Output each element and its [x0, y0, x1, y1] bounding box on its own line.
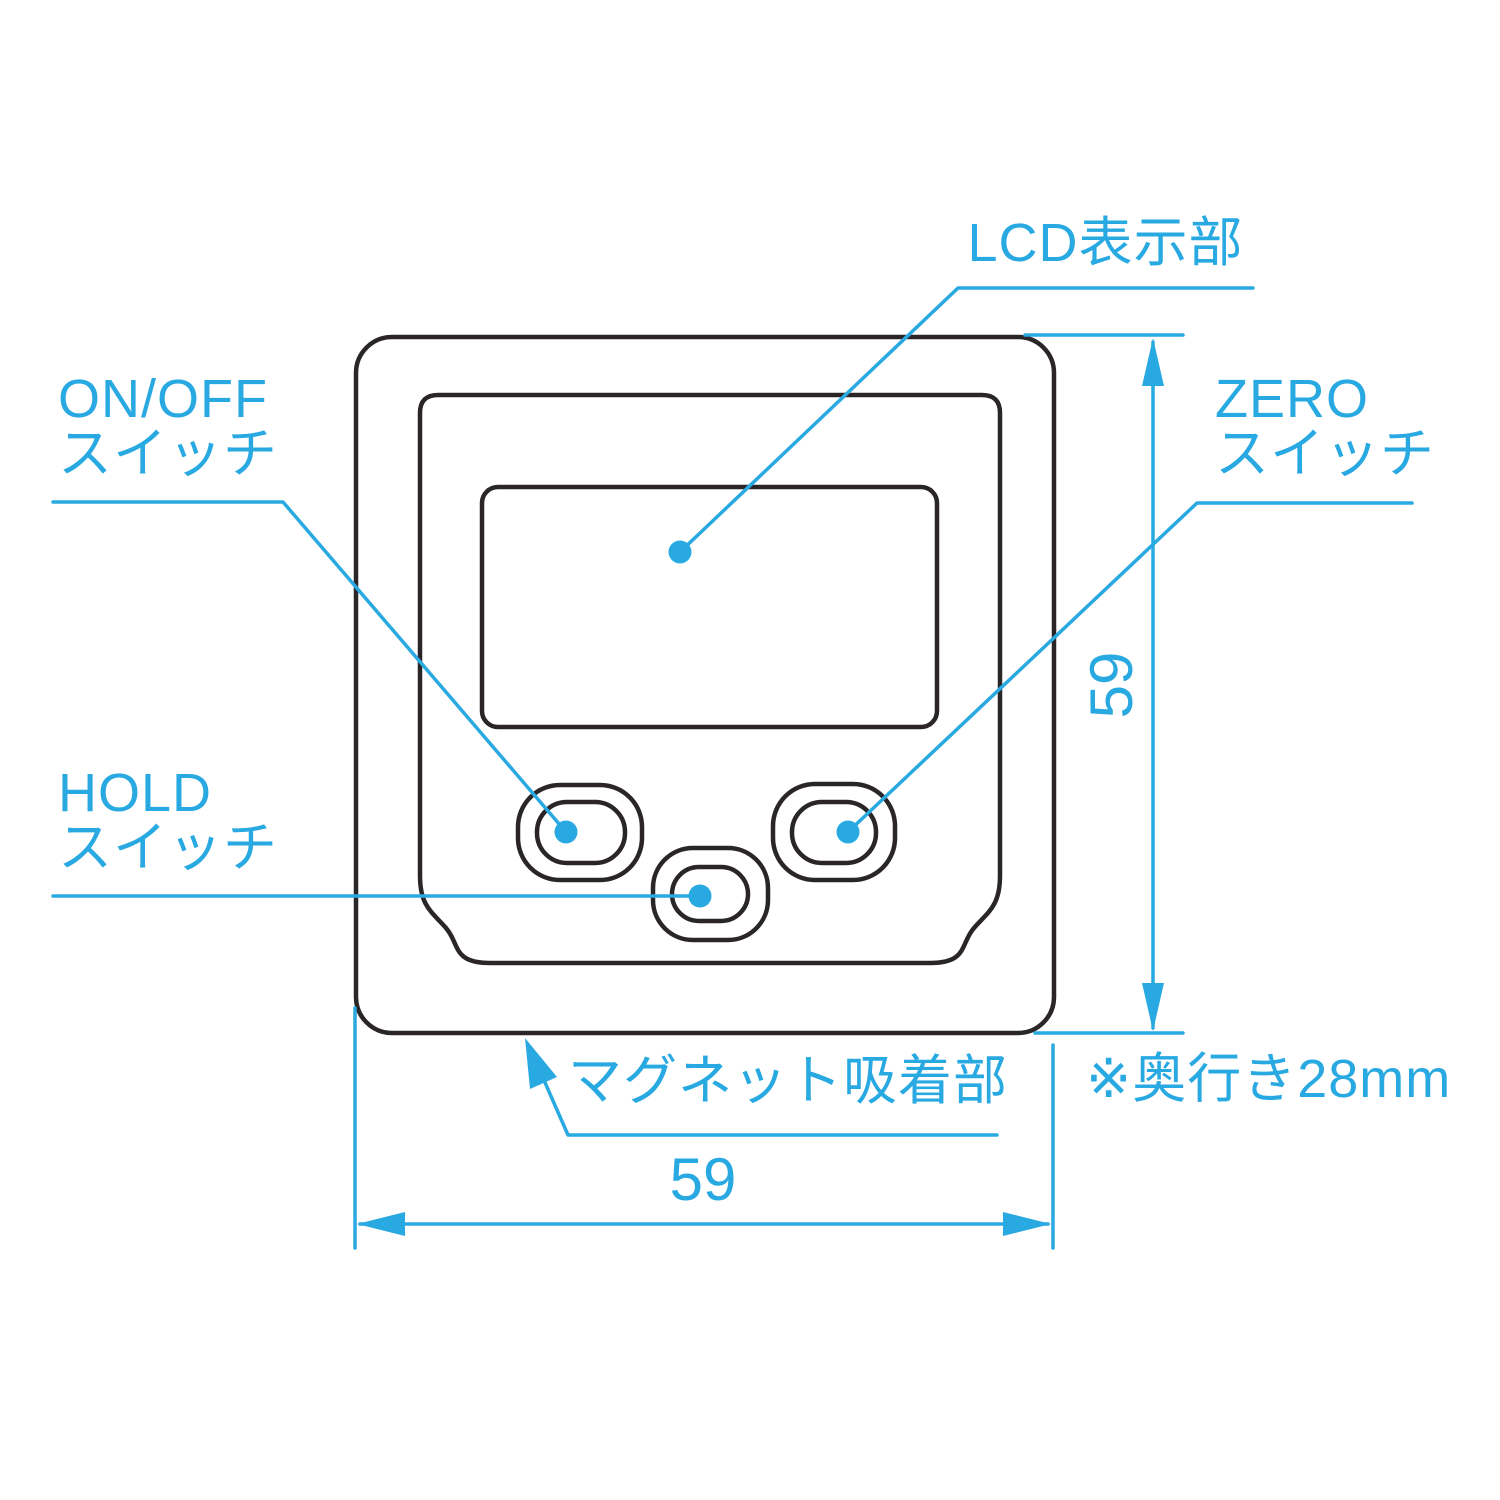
onoff-label-line2: スイッチ	[58, 424, 278, 484]
onoff-point-marker	[554, 820, 578, 844]
lcd-label: LCD表示部	[967, 213, 1244, 273]
hold-label-line1: HOLD	[58, 763, 213, 823]
onoff-button-inner	[534, 799, 628, 866]
onoff-label-line1: ON/OFF	[58, 369, 268, 429]
hold-point-marker	[688, 884, 712, 908]
dim-right-arrow-up	[1142, 338, 1164, 386]
dim-bottom-arrow-right	[1003, 1212, 1051, 1236]
hold-label-line2: スイッチ	[58, 818, 278, 878]
dim-bottom-value: 59	[669, 1146, 737, 1213]
magnet-arrowhead	[525, 1038, 557, 1089]
zero-leader-line	[846, 501, 1414, 834]
device-body-outline	[353, 334, 1057, 1036]
zero-button-inner	[789, 799, 879, 866]
zero-label-line2: スイッチ	[1215, 424, 1435, 484]
zero-label: ZERO スイッチ	[1215, 372, 1435, 482]
dim-right-arrow-down	[1142, 983, 1164, 1031]
zero-label-line1: ZERO	[1215, 369, 1370, 429]
zero-button-outer	[770, 781, 898, 883]
hold-button-inner	[669, 864, 751, 924]
dim-bottom-arrow-left	[357, 1212, 405, 1236]
device-faceplate-outline	[417, 392, 1003, 966]
depth-note: ※奥行き28mm	[1086, 1049, 1452, 1109]
lcd-window	[479, 484, 940, 730]
zero-point-marker	[836, 820, 860, 844]
onoff-leader-line	[51, 500, 568, 834]
dim-right-value: 59	[1078, 651, 1145, 719]
lcd-point-marker	[668, 540, 692, 564]
onoff-button-outer	[515, 782, 645, 883]
magnet-label: マグネット吸着部	[568, 1051, 1008, 1111]
onoff-label: ON/OFF スイッチ	[58, 372, 278, 482]
lcd-leader-line	[678, 286, 1255, 554]
hold-button-outer	[650, 845, 771, 943]
hold-label: HOLD スイッチ	[58, 766, 278, 876]
